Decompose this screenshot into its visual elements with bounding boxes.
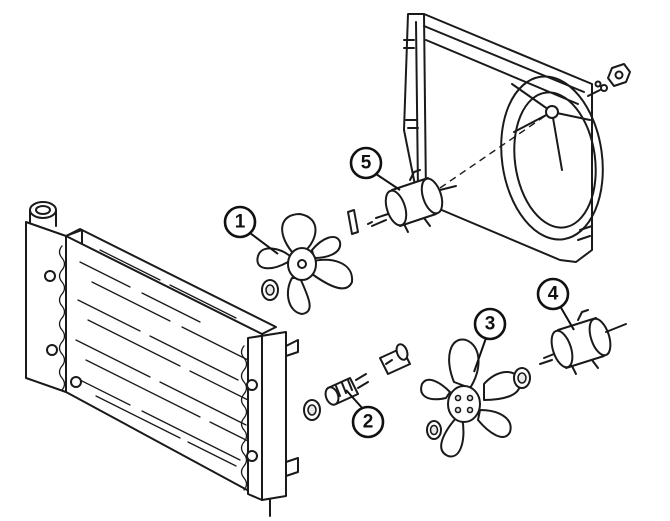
fan-blade-lower <box>420 338 521 458</box>
radiator-core-fins <box>75 249 253 467</box>
fan-retaining-pin <box>347 209 359 235</box>
fan-washer-upper <box>261 279 279 301</box>
callout-4: 4 <box>536 277 575 331</box>
callout-3: 3 <box>473 307 507 373</box>
fan-motor-lower <box>539 309 627 375</box>
thermo-switch-connector <box>379 343 411 375</box>
callout-1: 1 <box>223 205 279 255</box>
callout-5-label: 5 <box>361 153 372 174</box>
radiator <box>25 201 299 517</box>
fan-washer-lower <box>426 420 442 440</box>
callout-1-label: 1 <box>235 212 246 233</box>
fan-washer-motor <box>513 367 531 389</box>
callout-5: 5 <box>349 146 401 191</box>
callout-2-label: 2 <box>363 412 374 433</box>
fan-blade-upper <box>256 213 354 315</box>
thermo-switch <box>303 373 369 421</box>
fan-shroud <box>403 13 631 263</box>
callout-2: 2 <box>345 389 385 439</box>
callout-4-label: 4 <box>548 284 559 305</box>
fan-motor-upper <box>367 169 457 233</box>
callout-3-label: 3 <box>485 314 496 335</box>
assembly-axis-line <box>439 113 549 189</box>
